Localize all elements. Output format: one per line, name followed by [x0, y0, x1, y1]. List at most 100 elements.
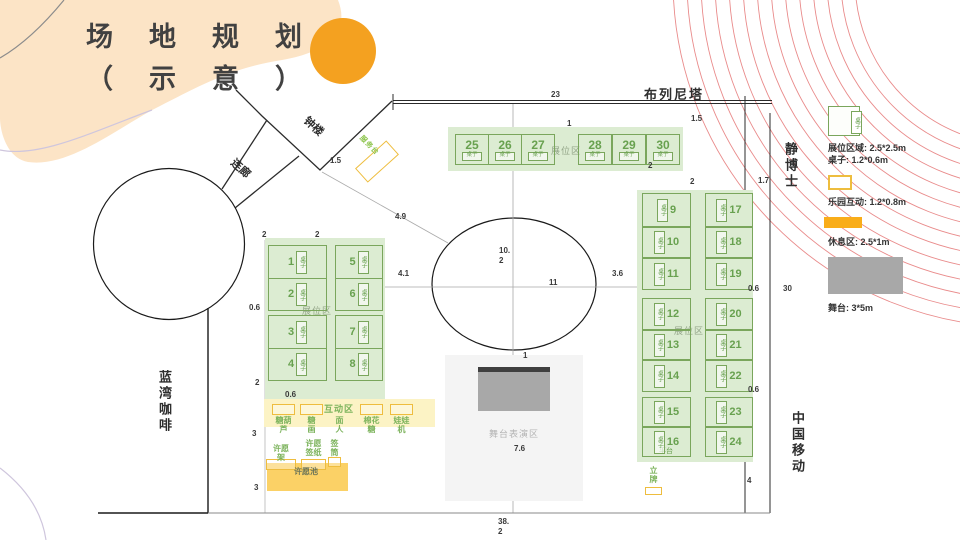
measurement-label: 0.6 — [285, 390, 297, 399]
table-box: 桌子 — [716, 262, 728, 286]
booth-number: 23 — [729, 405, 742, 418]
table-box-label: 桌子 — [532, 152, 544, 159]
measurement-label: 10. 2 — [499, 246, 511, 265]
table-box-label: 桌子 — [718, 236, 725, 249]
plaza-circle — [92, 167, 246, 321]
booth-number: 3 — [287, 325, 295, 338]
wish-paper-box — [301, 459, 326, 470]
table-box-label: 桌子 — [853, 116, 860, 129]
zone-label-interactive: 互动区 — [324, 402, 355, 415]
table-box: 桌子 — [585, 151, 605, 161]
table-box: 桌子 — [296, 353, 308, 376]
measurement-label: 1.5 — [330, 156, 342, 165]
table-box: 桌子 — [653, 400, 665, 424]
table-box: 桌子 — [357, 250, 369, 274]
measurement-label: 3 — [252, 429, 257, 438]
wish-rack-box — [266, 459, 296, 470]
table-box-label: 桌子 — [656, 339, 663, 351]
table-box-label: 桌子 — [360, 326, 367, 338]
table-box: 桌子 — [716, 400, 728, 424]
stall-box — [272, 404, 295, 415]
measurement-label: 2 — [255, 378, 260, 387]
stall-label: 娃娃 机 — [393, 416, 410, 435]
booth-number: 27 — [531, 137, 545, 152]
booth-number: 18 — [729, 236, 742, 248]
table-box: 桌子 — [716, 430, 728, 454]
legend-swatch-booth: 桌子 — [828, 106, 862, 136]
table-box: 桌子 — [296, 320, 308, 344]
service-guide-line — [321, 171, 449, 244]
measurement-label: 0.6 — [249, 303, 261, 312]
booth-number: 6 — [349, 288, 356, 300]
label-jing-boshi: 静博士 — [783, 142, 798, 190]
booth-number: 7 — [349, 325, 356, 338]
measurement-label: 2 — [315, 230, 320, 239]
label-corridor: 连廊 — [228, 156, 253, 181]
stage-rect — [478, 367, 550, 411]
booth-number: 17 — [729, 203, 742, 216]
table-box: 桌子 — [716, 302, 728, 326]
table-box: 桌子 — [296, 250, 308, 274]
label-china-mobile: 中国移动 — [790, 411, 805, 475]
table-box-label: 桌子 — [656, 436, 663, 448]
table-box: 桌子 — [653, 364, 665, 388]
table-box: 桌子 — [653, 430, 665, 454]
measurement-label: 2 — [648, 161, 653, 170]
booth-number: 14 — [666, 369, 680, 382]
table-box: 桌子 — [716, 231, 728, 254]
table-box: 桌子 — [654, 262, 666, 286]
table-box: 桌子 — [851, 111, 862, 134]
table-box-label: 桌子 — [659, 204, 666, 216]
table-box: 桌子 — [357, 320, 369, 344]
measurement-label: 3 — [254, 483, 259, 492]
booth-number: 22 — [729, 369, 742, 382]
booth-number: 20 — [729, 307, 742, 320]
wish-pool-label: 许愿池 — [294, 467, 318, 476]
booth-cell-7: 7 桌子 — [335, 315, 383, 349]
measurement-label: 23 — [551, 90, 560, 99]
table-box: 桌子 — [357, 283, 369, 306]
table-box-label: 桌子 — [499, 152, 511, 159]
table-box: 桌子 — [656, 198, 668, 222]
booth-number: 1 — [287, 255, 295, 268]
stall-label: 糖 画 — [307, 416, 316, 435]
legend-text: 休息区: 2.5*1m — [828, 237, 890, 247]
booth-number: 26 — [498, 137, 512, 152]
booth-number: 24 — [729, 435, 742, 448]
measurement-label: 7.6 — [514, 444, 526, 453]
booth-cell-6: 6 桌子 — [335, 278, 383, 311]
table-box-label: 桌子 — [360, 288, 367, 301]
stage-area-label: 舞台表演区 — [488, 429, 539, 439]
table-box: 桌子 — [653, 302, 665, 326]
stall-label: 棉花 糖 — [363, 416, 380, 435]
legend-item: 乐园互动: 1.2*0.8m — [828, 175, 958, 208]
booth-number: 15 — [666, 405, 680, 418]
booth-number: 11 — [667, 267, 679, 280]
zone-label-left: 展位区 — [302, 306, 333, 316]
table-box-label: 桌子 — [718, 308, 725, 320]
booth-number: 28 — [588, 137, 602, 152]
booth-number: 25 — [465, 137, 479, 152]
wish-tube-box — [328, 457, 341, 467]
booth-number: 16 — [666, 435, 680, 448]
table-box-label: 桌子 — [718, 406, 725, 418]
stall-box — [360, 404, 383, 415]
measurement-label: 2 — [262, 230, 267, 239]
table-box-label: 桌子 — [466, 152, 478, 159]
blob-edge-curve — [0, 109, 153, 153]
